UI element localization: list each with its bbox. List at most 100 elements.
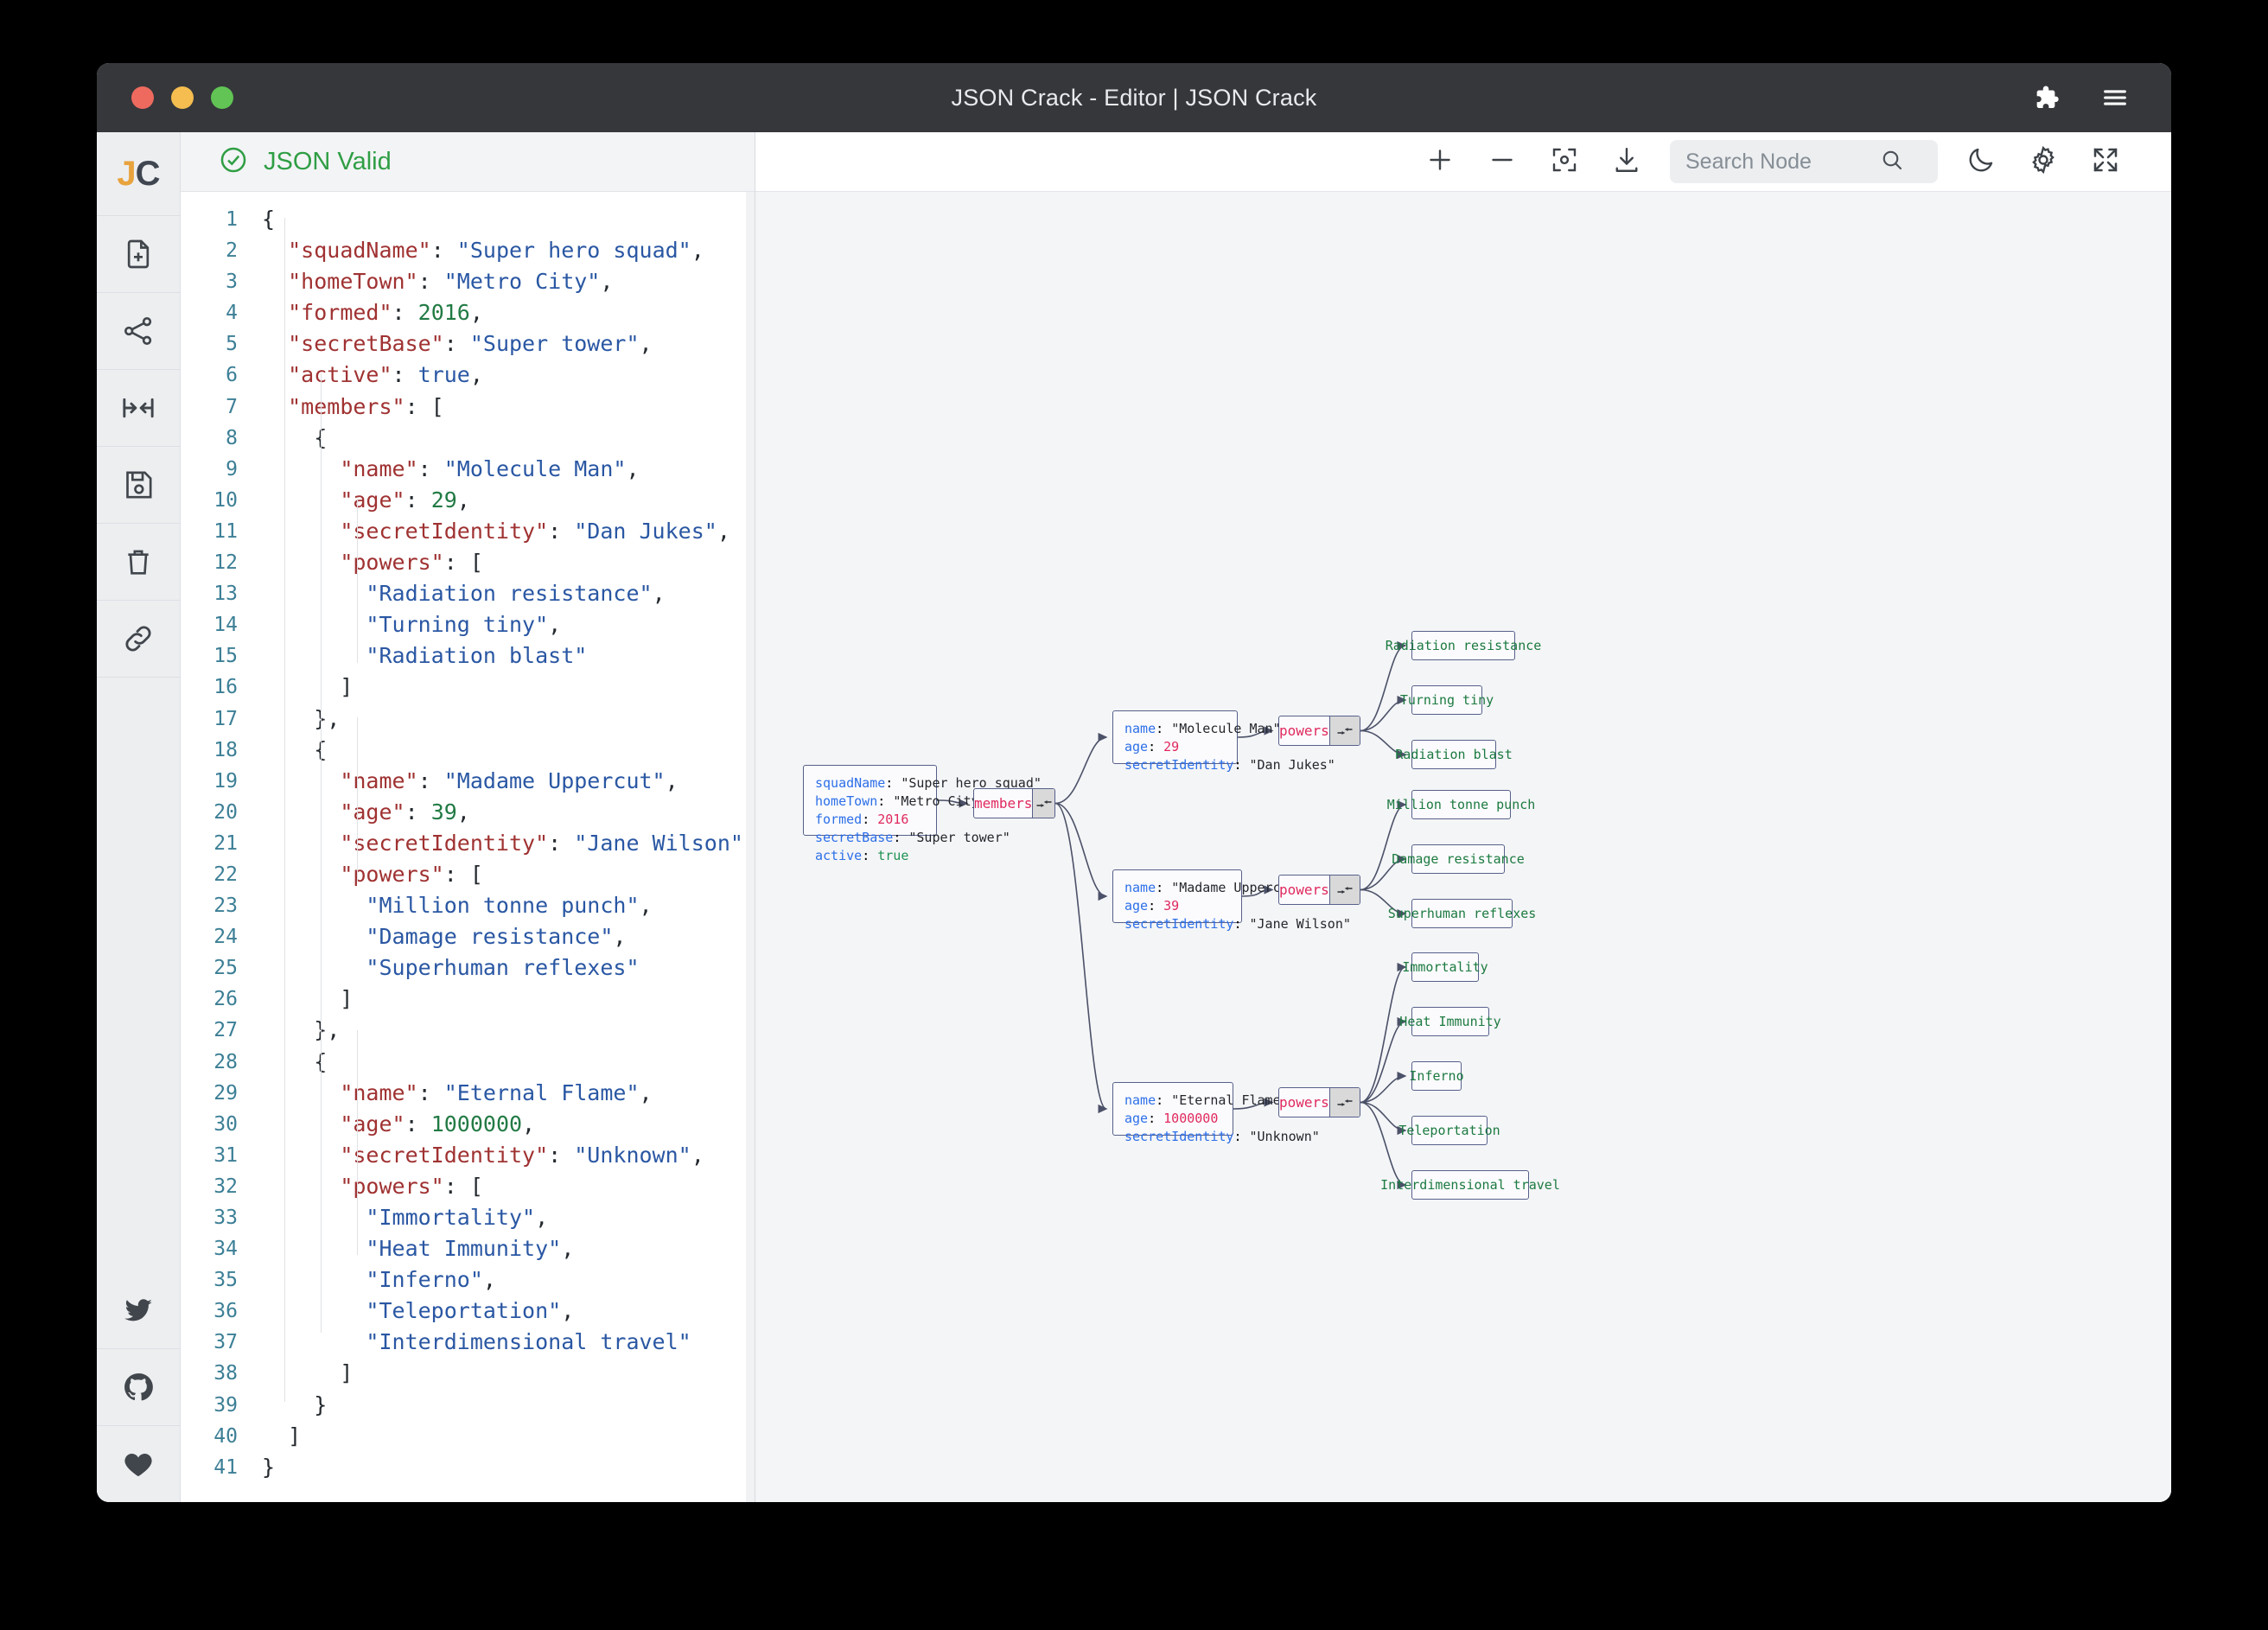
- node-row-value: "Dan Jukes": [1249, 757, 1335, 773]
- node-row-key: formed: [815, 812, 863, 827]
- fullscreen-icon: [2090, 144, 2121, 180]
- node-row-value: "Super tower": [908, 830, 1010, 845]
- graph-node-power-leaf[interactable]: Turning tiny: [1400, 685, 1494, 715]
- graph-node-power-leaf[interactable]: Heat Immunity: [1399, 1007, 1501, 1036]
- node-row: secretIdentity: "Dan Jukes": [1124, 756, 1335, 774]
- graph-node-power-leaf[interactable]: Inferno: [1409, 1061, 1464, 1091]
- github-icon: [122, 1371, 155, 1404]
- graph-edge: [1360, 640, 1407, 732]
- code-content[interactable]: { "squadName": "Super hero squad", "home…: [248, 192, 755, 1502]
- title-bar-actions: [2031, 83, 2130, 112]
- collapse-expand-icon: [120, 390, 156, 426]
- hamburger-menu-icon[interactable]: [2100, 83, 2130, 112]
- settings-gear-icon: [2028, 144, 2059, 180]
- title-bar: JSON Crack - Editor | JSON Crack: [97, 63, 2171, 132]
- collapse-arrows-icon[interactable]: [1032, 789, 1054, 818]
- close-button[interactable]: [131, 86, 154, 109]
- logo-letter-c: C: [135, 154, 161, 193]
- graph-node-power-leaf[interactable]: Superhuman reflexes: [1388, 899, 1536, 928]
- rail-item-new-document[interactable]: [97, 216, 180, 293]
- node-row: secretIdentity: "Unknown": [1124, 1128, 1320, 1146]
- settings-button[interactable]: [2012, 132, 2074, 191]
- node-row-key: age: [1124, 898, 1149, 914]
- graph-canvas[interactable]: squadName: "Super hero squad"homeTown: "…: [755, 192, 2171, 1502]
- rail-item-collapse[interactable]: [97, 370, 180, 447]
- editor-scroll-track[interactable]: [746, 192, 755, 1502]
- graph-edge: [1360, 1101, 1407, 1136]
- dark-mode-button[interactable]: [1950, 132, 2012, 191]
- node-row-key: active: [815, 848, 863, 863]
- node-row: active: true: [815, 847, 925, 865]
- node-row-key: homeTown: [815, 793, 878, 809]
- graph-node-power-leaf[interactable]: Immortality: [1402, 952, 1488, 982]
- graph-node-power-leaf[interactable]: Teleportation: [1398, 1116, 1500, 1145]
- graph-node-powers-1[interactable]: powers: [1278, 716, 1360, 746]
- node-row: name: "Eternal Flame": [1124, 1092, 1289, 1110]
- rail-item-delete[interactable]: [97, 524, 180, 601]
- node-row-sep: :: [893, 830, 909, 845]
- node-row-sep: :: [1233, 916, 1250, 932]
- rail-item-save[interactable]: [97, 447, 180, 524]
- graph-node-power-leaf[interactable]: Radiation resistance: [1386, 631, 1541, 660]
- graph-node-power-leaf[interactable]: Radiation blast: [1395, 740, 1513, 769]
- node-row: secretBase: "Super tower": [815, 829, 1010, 847]
- node-row-value: true: [877, 848, 909, 863]
- node-row-key: name: [1124, 880, 1156, 895]
- fullscreen-button[interactable]: [2074, 132, 2137, 191]
- search-input[interactable]: [1684, 148, 1872, 175]
- zoom-in-button[interactable]: [1409, 132, 1471, 191]
- collapse-arrows-icon[interactable]: [1328, 875, 1360, 904]
- node-row-sep: :: [862, 812, 878, 827]
- graph-edge: [1054, 732, 1108, 805]
- rail-spacer: [97, 678, 180, 1272]
- graph-edge: [1054, 802, 1108, 901]
- zoom-out-icon: [1487, 144, 1518, 180]
- graph-edges: [936, 640, 1407, 1190]
- node-row: formed: 2016: [815, 811, 925, 829]
- rail-item-sponsor[interactable]: [97, 1426, 180, 1502]
- rail-item-twitter[interactable]: [97, 1272, 180, 1349]
- node-row-value: 39: [1163, 898, 1180, 914]
- node-row-key: secretBase: [815, 830, 894, 845]
- rail-item-share[interactable]: [97, 293, 180, 370]
- download-icon: [1611, 144, 1642, 180]
- graph-node-power-leaf[interactable]: Interdimensional travel: [1380, 1170, 1560, 1200]
- search-node-box[interactable]: [1670, 140, 1938, 183]
- graph-node-powers-2[interactable]: powers: [1278, 875, 1360, 905]
- heart-icon: [122, 1448, 155, 1480]
- rail-item-github[interactable]: [97, 1349, 180, 1426]
- node-row: age: 1000000: [1124, 1110, 1221, 1128]
- graph-node-root[interactable]: squadName: "Super hero squad"homeTown: "…: [803, 765, 1042, 863]
- node-row-key: age: [1124, 739, 1149, 755]
- graph-node-power-leaf[interactable]: Million tonne punch: [1387, 790, 1535, 819]
- minimize-button[interactable]: [171, 86, 194, 109]
- node-label: members: [974, 795, 1033, 812]
- search-icon[interactable]: [1879, 147, 1905, 177]
- puzzle-extension-icon[interactable]: [2031, 83, 2061, 112]
- zoom-out-button[interactable]: [1471, 132, 1533, 191]
- node-row-sep: :: [1148, 1111, 1164, 1126]
- graph-node-powers-3[interactable]: powers: [1278, 1087, 1360, 1117]
- center-view-button[interactable]: [1533, 132, 1596, 191]
- node-row-key: name: [1124, 1092, 1156, 1108]
- rail-item-link[interactable]: [97, 601, 180, 678]
- graph-node-power-leaf[interactable]: Damage resistance: [1392, 844, 1525, 874]
- node-row-sep: :: [1233, 1129, 1250, 1144]
- node-row: homeTown: "Metro City": [815, 793, 987, 811]
- node-label: powers: [1279, 1094, 1329, 1111]
- zoom-button[interactable]: [211, 86, 233, 109]
- node-row-value: "Molecule Man": [1171, 721, 1281, 736]
- graph-node-members[interactable]: members: [973, 788, 1055, 818]
- node-row: squadName: "Super hero squad": [815, 774, 1042, 793]
- collapse-arrows-icon[interactable]: [1328, 1088, 1360, 1117]
- collapse-arrows-icon[interactable]: [1328, 716, 1360, 745]
- graph-edge: [1054, 802, 1108, 1113]
- download-button[interactable]: [1596, 132, 1658, 191]
